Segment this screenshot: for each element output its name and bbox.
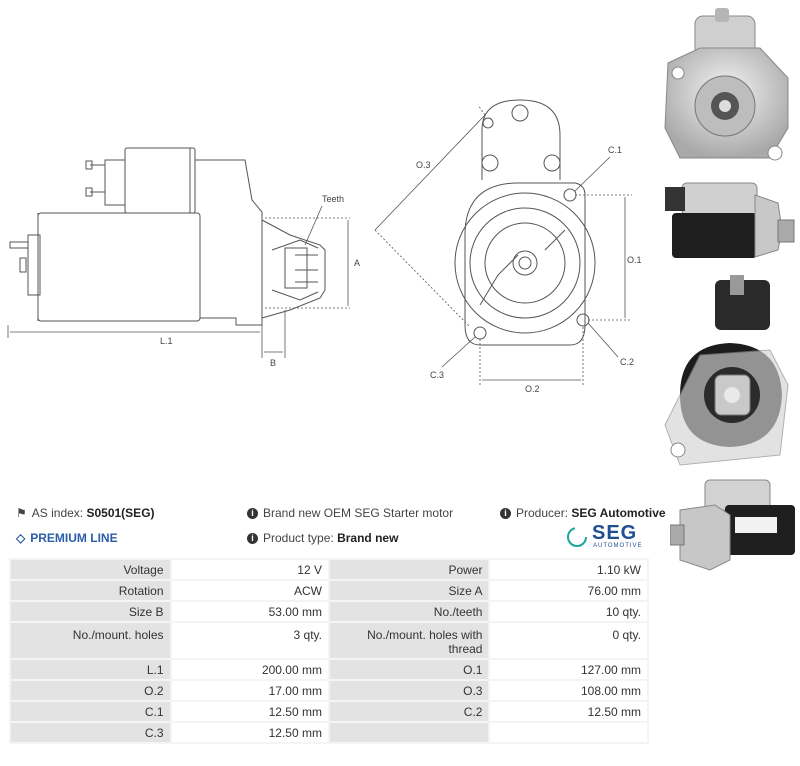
description: i Brand new OEM SEG Starter motor — [247, 506, 453, 520]
spec-value: 3 qty. — [169, 621, 330, 660]
product-photo-side — [665, 182, 795, 258]
spec-value: 0 qty. — [488, 621, 649, 660]
spec-value: 76.00 mm — [488, 579, 649, 602]
seg-logo-text: SEG — [592, 522, 638, 544]
seg-logo: SEG AUTOMOTIVE — [566, 522, 650, 552]
product-type: i Product type: Brand new — [247, 531, 398, 545]
spec-value — [488, 721, 649, 744]
label-b: B — [270, 358, 276, 368]
spec-label: O.2 — [9, 679, 172, 702]
spec-label: No./teeth — [327, 600, 491, 623]
description-text: Brand new OEM SEG Starter motor — [263, 506, 454, 520]
spec-label: L.1 — [9, 658, 172, 681]
spec-label: No./mount. holes — [9, 621, 172, 660]
spec-value: 1.10 kW — [488, 558, 649, 581]
spec-label: Size A — [327, 579, 491, 602]
spec-label — [327, 721, 491, 744]
front-view-drawing: O.3 C.1 O.1 C.2 C.3 O.2 — [374, 99, 642, 394]
product-photo-front — [664, 8, 789, 161]
producer-value: SEG Automotive — [571, 506, 666, 520]
info-icon: i — [500, 507, 511, 519]
label-teeth: Teeth — [322, 194, 344, 204]
product-type-value: Brand new — [337, 531, 399, 545]
as-index-label: AS index: — [31, 506, 84, 520]
spec-value: 127.00 mm — [488, 658, 649, 681]
label-c3: C.3 — [430, 370, 444, 380]
label-l1: L.1 — [160, 336, 173, 346]
producer-label: Producer: — [516, 506, 569, 520]
label-c1: C.1 — [608, 145, 622, 155]
spec-label: C.2 — [327, 700, 491, 723]
spec-label: Power — [327, 558, 491, 581]
product-type-label: Product type: — [263, 531, 334, 545]
spec-label: No./mount. holes with thread — [327, 621, 491, 660]
spec-value: 12 V — [169, 558, 330, 581]
premium-line-badge: ◇ PREMIUM LINE — [16, 531, 118, 545]
label-o2: O.2 — [525, 384, 540, 394]
product-photo-back — [664, 275, 789, 466]
premium-line-label: PREMIUM LINE — [30, 531, 118, 545]
label-c2: C.2 — [620, 357, 634, 367]
spec-label: O.1 — [327, 658, 491, 681]
spec-value: 108.00 mm — [488, 679, 649, 702]
spec-label: Voltage — [9, 558, 172, 581]
diamond-icon: ◇ — [16, 531, 26, 545]
spec-label: Rotation — [9, 579, 172, 602]
spec-value: 10 qty. — [488, 600, 649, 623]
info-icon: i — [247, 532, 258, 544]
seg-logo-subtext: AUTOMOTIVE — [593, 543, 643, 549]
spec-label: O.3 — [327, 679, 491, 702]
as-index-value: S0501(SEG) — [86, 506, 155, 520]
spec-label: C.1 — [9, 700, 172, 723]
spec-label: C.3 — [9, 721, 172, 744]
spec-value: 12.50 mm — [169, 721, 330, 744]
label-o3: O.3 — [416, 160, 431, 170]
product-photo-angle — [670, 479, 795, 571]
seg-logo-icon — [567, 527, 587, 547]
producer: i Producer: SEG Automotive — [500, 506, 666, 520]
spec-label: Size B — [9, 600, 172, 623]
as-index: ⚑ AS index: S0501(SEG) — [16, 506, 155, 520]
info-icon: i — [247, 507, 258, 519]
spec-value: 53.00 mm — [169, 600, 330, 623]
spec-value: ACW — [169, 579, 330, 602]
spec-value: 200.00 mm — [169, 658, 330, 681]
side-view-drawing: Teeth A B L.1 — [7, 147, 360, 368]
label-a: A — [354, 258, 360, 268]
label-o1: O.1 — [627, 255, 642, 265]
spec-value: 12.50 mm — [169, 700, 330, 723]
spec-value: 17.00 mm — [169, 679, 330, 702]
tag-icon: ⚑ — [16, 506, 27, 520]
spec-value: 12.50 mm — [488, 700, 649, 723]
